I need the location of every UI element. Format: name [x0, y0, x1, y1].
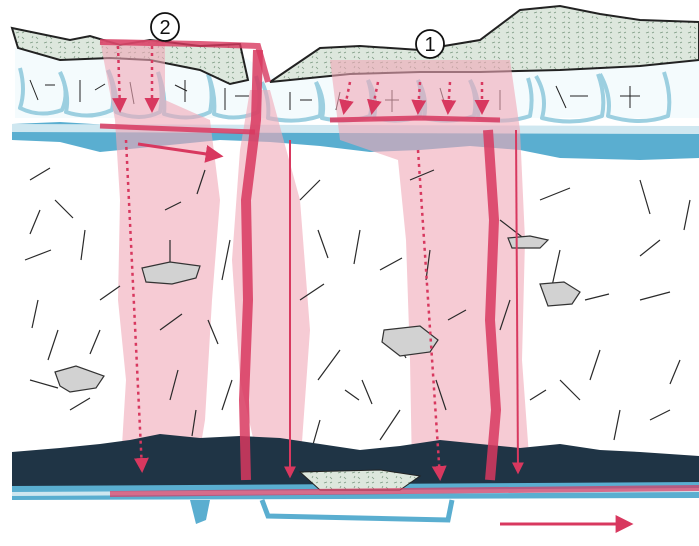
lateral-flow-arrow — [137, 142, 224, 163]
bottom-flow-band — [109, 485, 699, 497]
callout-1-label: 1 — [424, 34, 435, 56]
dotted-flow-arrow — [112, 45, 490, 481]
callout-2: 2 — [150, 12, 180, 42]
dark-bottom-bed — [12, 434, 699, 492]
soil-cracks — [24, 167, 691, 449]
surface-flow-band — [99, 39, 271, 83]
callout-1: 1 — [415, 29, 445, 59]
lateral-flow-band — [99, 115, 501, 135]
callout-2-label: 2 — [159, 17, 170, 39]
gray-clasts — [54, 235, 581, 393]
preferential-flow-channels — [238, 49, 502, 481]
solid-flow-arrow — [284, 129, 524, 479]
